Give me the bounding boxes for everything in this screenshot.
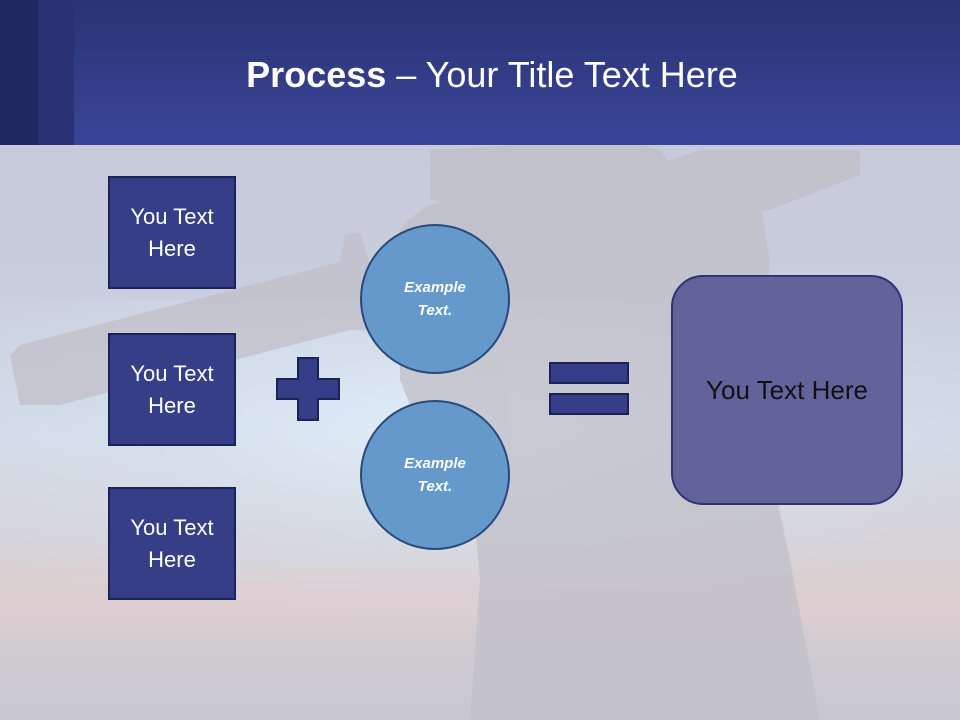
circle-label: Example Text. bbox=[404, 279, 466, 319]
title-bold: Process bbox=[246, 54, 387, 95]
text-box-2[interactable]: You Text Here bbox=[108, 333, 236, 446]
text-box-label: You Text Here bbox=[130, 360, 214, 418]
example-circle-2[interactable]: Example Text. bbox=[360, 400, 510, 550]
result-label: You Text Here bbox=[706, 374, 868, 405]
result-box[interactable]: You Text Here bbox=[671, 275, 903, 505]
equals-icon bbox=[549, 362, 629, 415]
circle-label: Example Text. bbox=[404, 455, 466, 495]
decorative-stripe bbox=[38, 0, 74, 145]
example-circle-1[interactable]: Example Text. bbox=[360, 224, 510, 374]
text-box-label: You Text Here bbox=[130, 203, 214, 261]
text-box-label: You Text Here bbox=[130, 514, 214, 572]
title-bar: Process – Your Title Text Here bbox=[0, 0, 960, 145]
text-box-1[interactable]: You Text Here bbox=[108, 176, 236, 289]
decorative-stripe bbox=[0, 0, 38, 145]
text-box-3[interactable]: You Text Here bbox=[108, 487, 236, 600]
plus-icon bbox=[276, 357, 340, 421]
slide-title[interactable]: Process – Your Title Text Here bbox=[0, 50, 960, 100]
title-rest: – Your Title Text Here bbox=[386, 54, 738, 95]
